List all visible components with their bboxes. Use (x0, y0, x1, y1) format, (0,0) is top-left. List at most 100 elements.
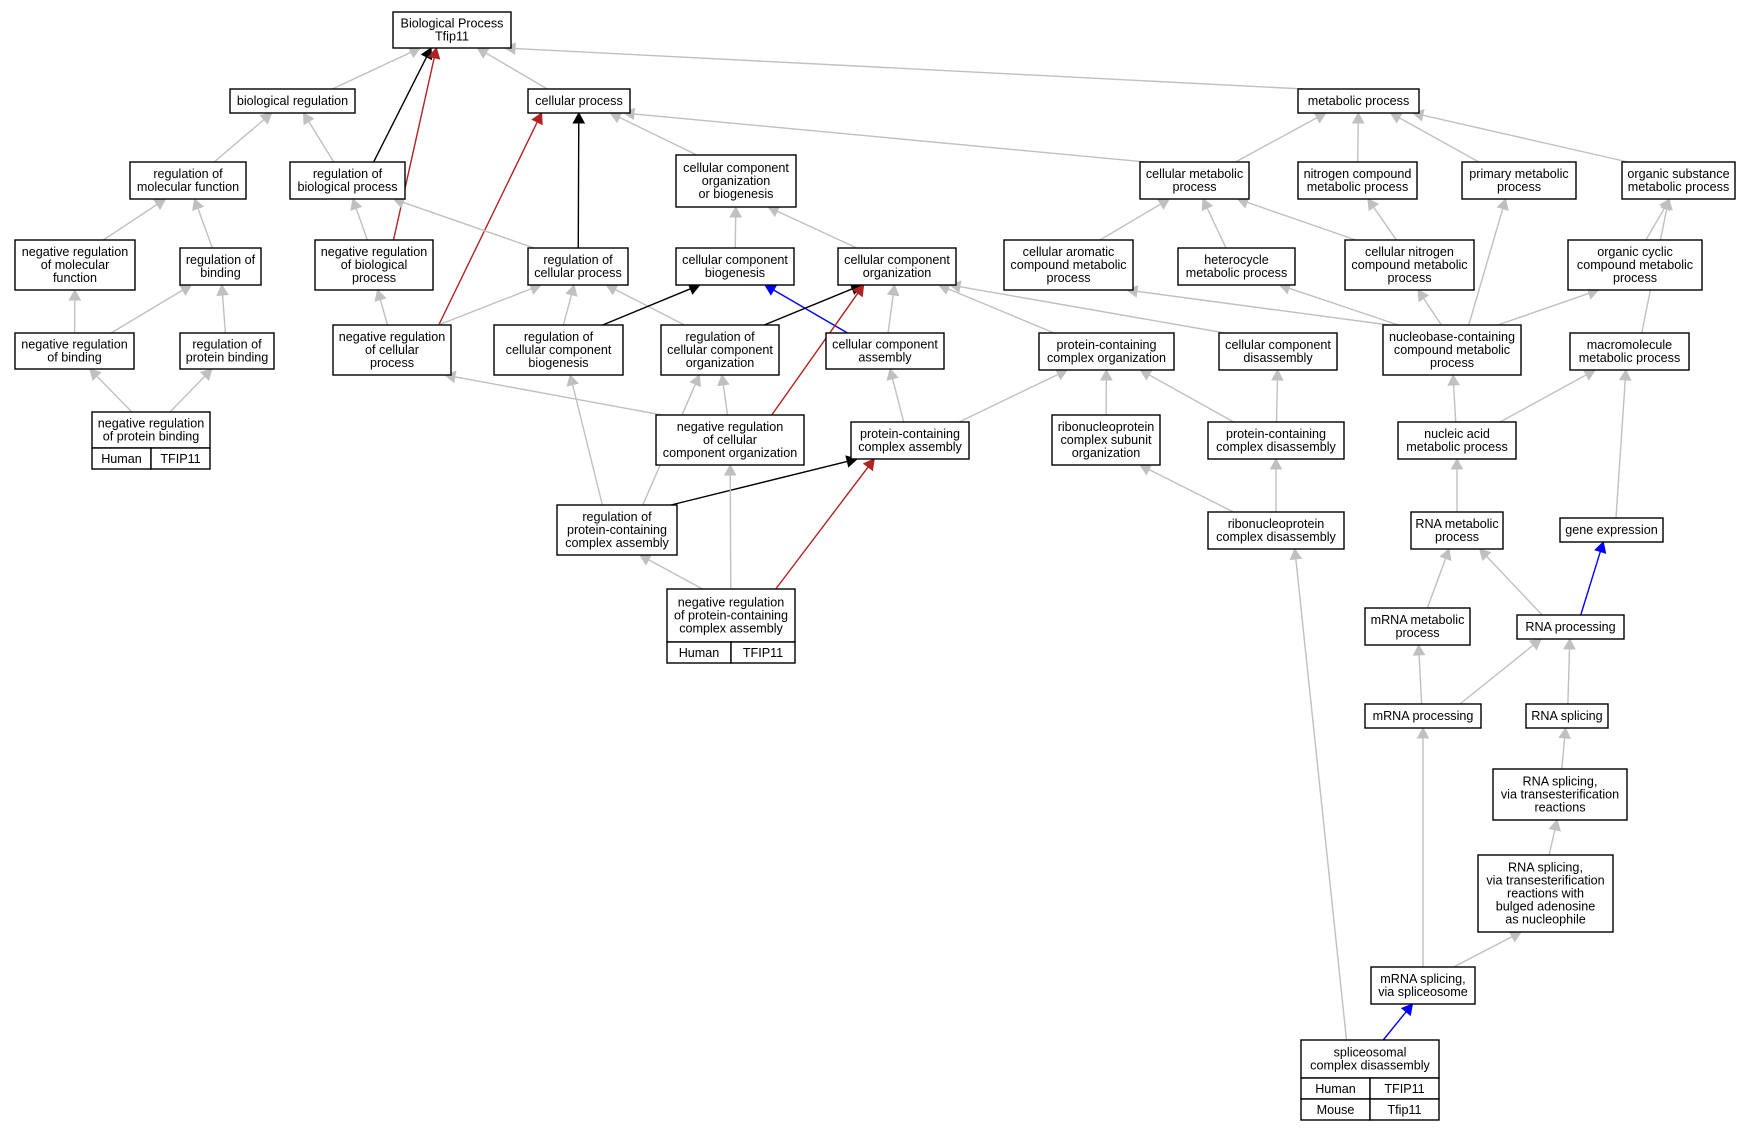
edge-nucleo-to-cellnitro (1417, 289, 1442, 326)
arrowhead (302, 112, 315, 126)
term-label-line: of protein binding (103, 430, 200, 444)
term-label-line: protein-containing (1226, 427, 1326, 441)
term-label-line: complex subunit (1060, 433, 1152, 447)
term-box (332, 324, 452, 376)
arrowhead (1269, 457, 1283, 470)
term-label-line: of molecular (41, 258, 110, 272)
term-box (655, 414, 805, 466)
term-label-line: cellular component (506, 343, 612, 357)
go-term-rnasplicebulged[interactable]: RNA splicing,via transesterificationreac… (1477, 854, 1614, 933)
edge-line (355, 208, 369, 241)
edge-cellnitro-to-nitro (1367, 198, 1398, 241)
edge-line (1567, 648, 1571, 705)
term-label-line: process (352, 271, 396, 285)
edge-negregccorg-to-ccorg (771, 284, 865, 416)
gene-cell (730, 641, 796, 664)
edge-negregbio-to-root (392, 46, 441, 241)
edge-pcorg-to-ccorg (937, 283, 1055, 334)
go-term-metab[interactable]: metabolic process (1297, 88, 1420, 114)
term-label-line: component organization (663, 446, 797, 460)
arrowhead (1478, 548, 1492, 561)
term-label-line: negative regulation (678, 596, 784, 610)
go-term-rnaproc[interactable]: RNA processing (1516, 614, 1625, 640)
term-label-line: of cellular (365, 343, 419, 357)
edge-line (670, 460, 848, 506)
go-term-geneexp[interactable]: gene expression (1559, 517, 1664, 543)
term-label-line: complex disassembly (1216, 530, 1336, 544)
arrowhead (350, 198, 363, 212)
term-box (14, 239, 136, 291)
edge-splicedis-to-mrnasplice (1382, 1003, 1414, 1041)
arrowhead (723, 463, 737, 476)
go-term-mrnasplice[interactable]: mRNA splicing,via spliceosome (1370, 966, 1476, 1005)
go-term-mrnaproc[interactable]: mRNA processing (1364, 703, 1482, 729)
term-label-line: process (1613, 271, 1657, 285)
term-label-line: regulation of (192, 338, 262, 352)
term-label-line: cellular component (832, 338, 938, 352)
arrowhead (531, 112, 543, 126)
edge-mrnamet-to-rnamet (1426, 548, 1452, 609)
term-box (289, 161, 406, 200)
edge-regbio-to-bioreg (302, 112, 335, 163)
edge-layer (68, 42, 1673, 1041)
edge-line (213, 118, 265, 163)
edge-line (1452, 384, 1457, 423)
term-label-line: process (370, 356, 414, 370)
edge-rnasplicebulged-to-rnasplicetrans (1548, 818, 1561, 856)
arrowhead (862, 458, 875, 472)
edge-line (722, 384, 729, 416)
edge-line (372, 56, 428, 163)
edge-line (773, 289, 848, 334)
go-term-cellproc[interactable]: cellular process (527, 88, 631, 114)
go-term-rnasplice[interactable]: RNA splicing (1525, 703, 1609, 729)
go-term-rnasplicetrans[interactable]: RNA splicing,via transesterificationreac… (1492, 768, 1628, 821)
go-term-bioreg[interactable]: biological regulation (229, 88, 356, 114)
gene-symbol-label: TFIP11 (160, 452, 200, 466)
edge-cellarom-to-cellmet (1099, 198, 1171, 241)
